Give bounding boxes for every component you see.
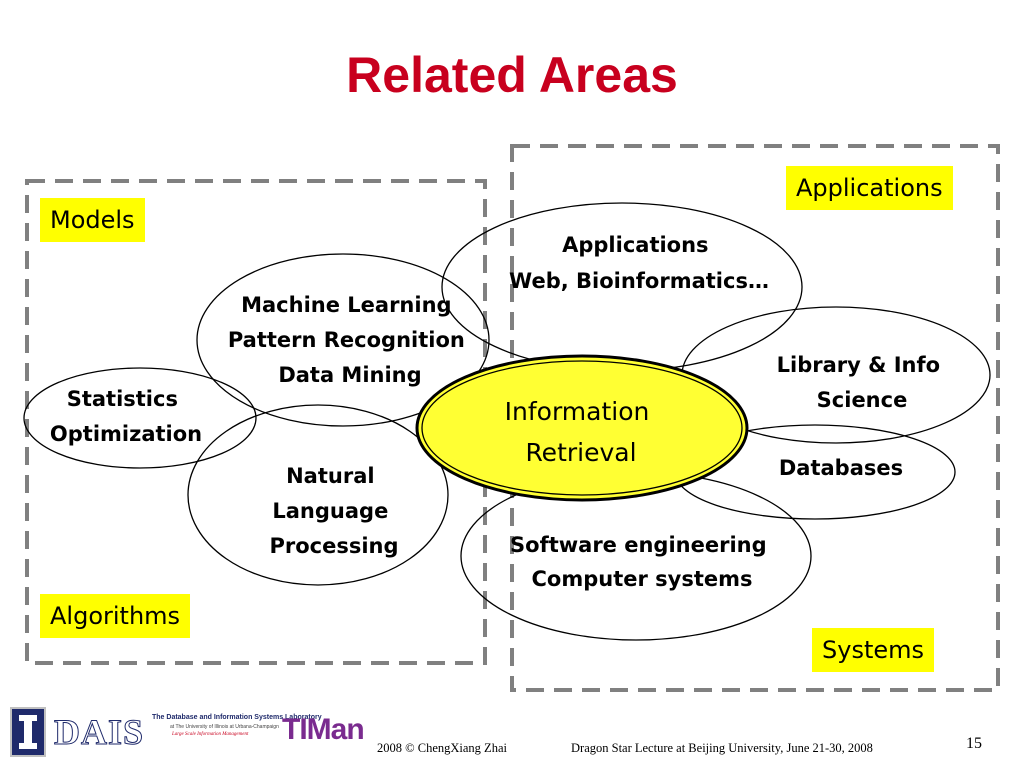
lab-tagline: Large Scale Information Management (172, 732, 249, 737)
slide-footer: DAIS The Database and Information System… (0, 705, 1024, 768)
software-label: Software engineering Computer systems (510, 533, 774, 591)
information-retrieval-ellipse-inner (421, 360, 743, 496)
models-algorithms-box (25, 179, 487, 665)
applications-tag: Applications (786, 166, 953, 210)
algorithms-tag: Algorithms (40, 594, 191, 638)
statistics-label: Statistics Optimization (50, 387, 202, 446)
applications-area-label: Applications Web, Bioinformatics… (509, 233, 769, 293)
databases-label: Databases (779, 456, 903, 480)
timan-logo: TIMan (282, 713, 365, 746)
slide-title: Related Areas (346, 47, 678, 103)
illinois-i-icon (10, 707, 46, 757)
information-retrieval-ellipse (415, 354, 749, 502)
models-tag: Models (40, 198, 145, 242)
dais-logo: DAIS (53, 712, 145, 753)
library-label: Library & Info Science (777, 353, 948, 412)
systems-tag: Systems (812, 628, 934, 672)
machine-learning-ellipse (196, 253, 490, 427)
copyright-text: 2008 © ChengXiang Zhai (377, 741, 507, 755)
lab-name: The Database and Information Systems Lab… (152, 714, 322, 721)
nlp-ellipse (187, 404, 449, 586)
information-retrieval-label: Information Retrieval (505, 397, 658, 467)
lab-affiliation: at The University of Illinois at Urbana-… (170, 724, 279, 730)
page-number: 15 (966, 735, 982, 752)
machine-learning-label: Machine Learning Pattern Recognition Dat… (228, 293, 472, 387)
statistics-ellipse (23, 367, 257, 469)
nlp-label: Natural Language Processing (269, 464, 398, 558)
related-areas-diagram: Information Retrieval Applications Web, … (23, 144, 1000, 692)
lecture-text: Dragon Star Lecture at Beijing Universit… (571, 741, 873, 755)
applications-systems-box (510, 144, 1000, 692)
